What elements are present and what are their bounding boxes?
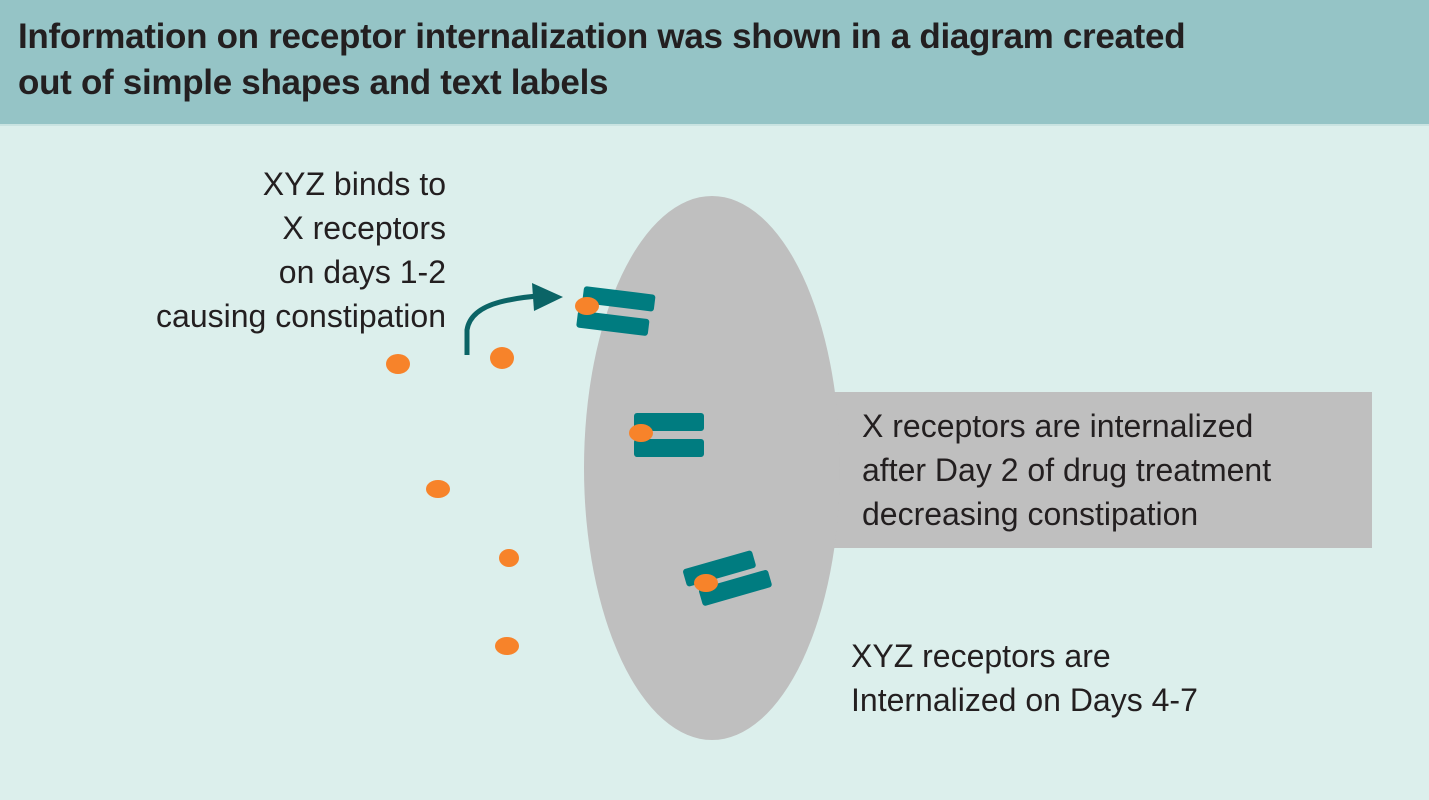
ligand-dot-icon	[386, 354, 410, 374]
ligand-dot-icon	[575, 297, 599, 315]
ligand-dot-icon	[426, 480, 450, 498]
ligand-dot-icon	[490, 347, 514, 369]
title-line-1: Information on receptor internalization …	[18, 17, 1186, 56]
ligand-dot-icon	[499, 549, 519, 567]
title-line-2: out of simple shapes and text labels	[18, 63, 609, 102]
binding-line-2: X receptors	[282, 210, 446, 246]
internalized-line-2: after Day 2 of drug treatment	[862, 452, 1272, 488]
ligand-dot-icon	[629, 424, 653, 442]
receptor-icon	[634, 413, 704, 457]
binding-line-1: XYZ binds to	[262, 166, 446, 202]
binding-line-4: causing constipation	[156, 298, 446, 334]
binding-line-3: on days 1-2	[278, 254, 446, 290]
ligand-dot-icon	[495, 637, 519, 655]
internalized-line-1: X receptors are internalized	[862, 408, 1254, 444]
curved-arrow-icon	[464, 283, 563, 355]
callout-box	[760, 392, 1372, 548]
page-title: Information on receptor internalization …	[18, 14, 1408, 106]
late-line-2: Internalized on Days 4-7	[851, 682, 1198, 718]
internalized-line-3: decreasing constipation	[862, 496, 1199, 532]
late-line-1: XYZ receptors are	[851, 638, 1111, 674]
receptor-icon	[576, 286, 656, 336]
cell-ellipse	[584, 196, 840, 740]
late-internalization-label: XYZ receptors are Internalized on Days 4…	[851, 634, 1198, 722]
header-banner: Information on receptor internalization …	[0, 0, 1429, 126]
ligand-dot-icon	[694, 574, 718, 592]
internalized-label: X receptors are internalized after Day 2…	[862, 404, 1271, 536]
binding-label: XYZ binds to X receptors on days 1-2 cau…	[156, 162, 446, 338]
